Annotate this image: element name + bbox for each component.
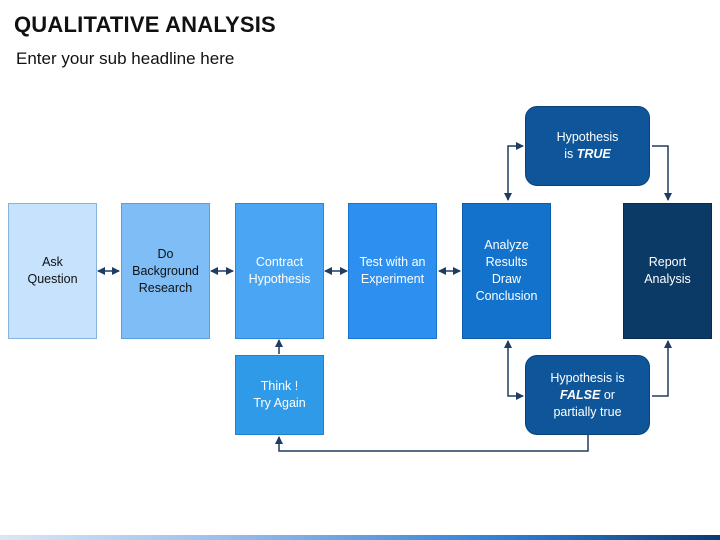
arrow-analyze-true: [504, 142, 524, 201]
arrow-analyze-false: [504, 340, 524, 400]
arrow-true-report: [652, 145, 672, 201]
page-title: QUALITATIVE ANALYSIS: [14, 12, 276, 37]
footer-accent-bar: [0, 535, 720, 540]
node-think-try-again: Think ! Try Again: [235, 355, 324, 435]
node-hypothesis-true: Hypothesis is TRUE: [525, 106, 650, 186]
node-ask-question: Ask Question: [8, 203, 97, 339]
arrow-false-report: [652, 340, 672, 397]
arrow-false-think: [275, 435, 589, 452]
page-subtitle: Enter your sub headline here: [16, 49, 235, 68]
node-contract-hypothesis: Contract Hypothesis: [235, 203, 324, 339]
node-hypothesis-false: Hypothesis is FALSE or partially true: [525, 355, 650, 435]
node-background-research: Do Background Research: [121, 203, 210, 339]
node-test-experiment: Test with an Experiment: [348, 203, 437, 339]
node-analyze-results: Analyze Results Draw Conclusion: [462, 203, 551, 339]
node-report-analysis: Report Analysis: [623, 203, 712, 339]
